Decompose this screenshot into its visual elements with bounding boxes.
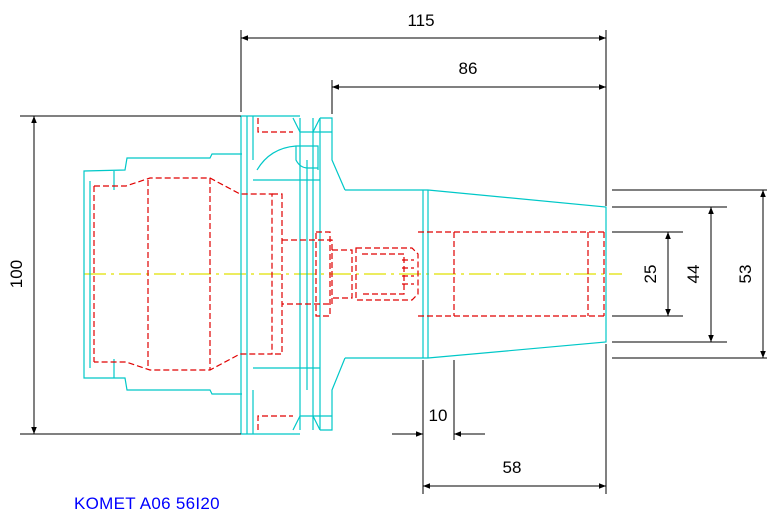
dim-label-25: 25 bbox=[641, 265, 660, 284]
tool-outline bbox=[83, 115, 607, 435]
dimension-lines bbox=[20, 30, 767, 494]
dim-label-10: 10 bbox=[429, 406, 448, 425]
hidden-lines bbox=[93, 118, 605, 430]
dim-label-86: 86 bbox=[459, 59, 478, 78]
dim-label-53: 53 bbox=[736, 265, 755, 284]
dim-label-100: 100 bbox=[7, 260, 26, 288]
drawing-caption: KOMET A06 56I20 bbox=[74, 494, 220, 513]
dim-label-58: 58 bbox=[503, 458, 522, 477]
dim-label-44: 44 bbox=[684, 265, 703, 284]
dim-label-115: 115 bbox=[407, 11, 434, 30]
dimension-arrows bbox=[31, 35, 766, 489]
